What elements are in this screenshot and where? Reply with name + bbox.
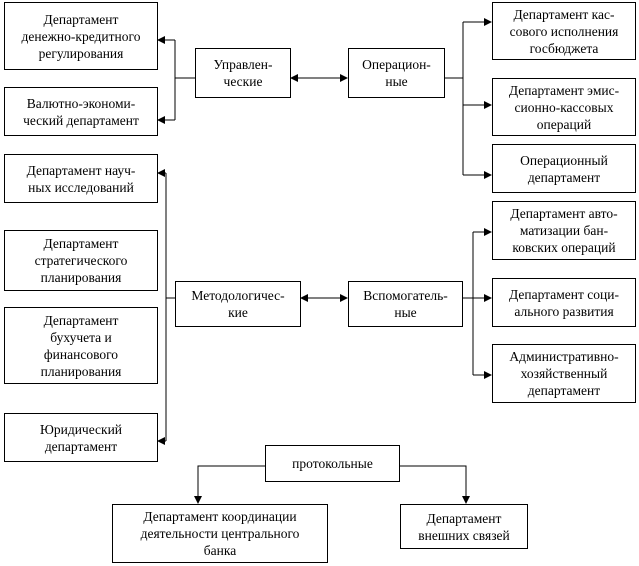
department-box: Департамент кас- сового исполнения госбю… xyxy=(492,2,636,60)
department-box: Валютно-экономи- ческий департамент xyxy=(4,87,158,136)
department-box: Юридический департамент xyxy=(4,413,158,462)
department-box: Операционный департамент xyxy=(492,144,636,193)
department-box: Департамент авто- матизации бан- ковских… xyxy=(492,201,636,260)
department-box: Департамент внешних связей xyxy=(400,504,528,549)
department-box: Департамент бухучета и финансового плани… xyxy=(4,307,158,384)
category-management: Управлен- ческие xyxy=(195,48,291,98)
category-protocol: протокольные xyxy=(265,445,400,482)
department-box: Департамент науч- ных исследований xyxy=(4,154,158,203)
department-box: Департамент соци- ального развития xyxy=(492,278,636,327)
category-operational: Операцион- ные xyxy=(348,48,445,98)
arrow xyxy=(400,465,470,504)
category-auxiliary: Вспомогатель- ные xyxy=(348,281,463,327)
department-box: Департамент эмис- сионно-кассовых операц… xyxy=(492,78,636,136)
department-box: Департамент стратегического планирования xyxy=(4,230,158,291)
arrow xyxy=(194,465,265,504)
department-box: Департамент денежно-кредитного регулиров… xyxy=(4,2,158,70)
department-box: Департамент координации деятельности цен… xyxy=(112,504,328,563)
category-methodological: Методологичес- кие xyxy=(175,281,301,327)
department-box: Административно- хозяйственный департаме… xyxy=(492,344,636,403)
